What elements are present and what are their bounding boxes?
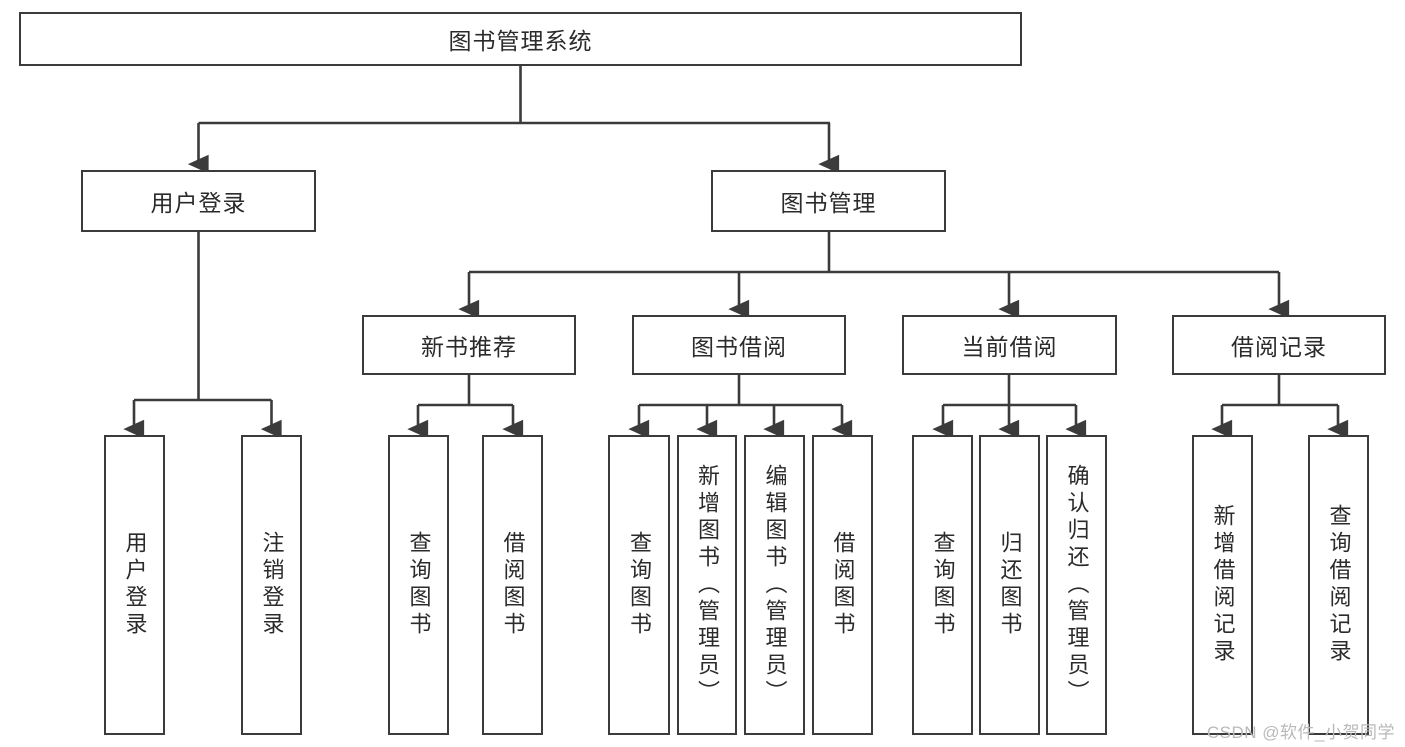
node-root-system[interactable]: 图书管理系统: [19, 12, 1022, 66]
leaf-query-book-recommend[interactable]: 查询图书: [388, 435, 449, 735]
node-label: 查询图书: [930, 531, 956, 639]
leaf-borrow-book-recommend[interactable]: 借阅图书: [482, 435, 543, 735]
node-label: 借阅记录: [1231, 334, 1327, 360]
leaf-user-login[interactable]: 用户登录: [104, 435, 165, 735]
node-label: 借阅图书: [500, 531, 526, 639]
leaf-add-borrow-record[interactable]: 新增借阅记录: [1192, 435, 1253, 735]
leaf-confirm-return-admin[interactable]: 确认归还（管理员）: [1046, 435, 1107, 735]
node-label: 当前借阅: [961, 334, 1058, 360]
node-label: 编辑图书（管理员）: [762, 463, 788, 707]
csdn-watermark: CSDN @软件_小贺同学: [1206, 723, 1395, 742]
leaf-query-book-borrow[interactable]: 查询图书: [608, 435, 670, 735]
node-label: 注销登录: [259, 531, 285, 639]
node-label: 图书管理: [780, 190, 877, 216]
node-borrow-record[interactable]: 借阅记录: [1172, 315, 1386, 375]
node-user-login[interactable]: 用户登录: [81, 170, 316, 232]
node-label: 查询借阅记录: [1326, 504, 1352, 666]
node-current-borrow[interactable]: 当前借阅: [902, 315, 1117, 375]
leaf-edit-book-admin[interactable]: 编辑图书（管理员）: [744, 435, 805, 735]
node-label: 归还图书: [997, 531, 1023, 639]
leaf-logout[interactable]: 注销登录: [241, 435, 302, 735]
node-label: 新增图书（管理员）: [695, 463, 720, 707]
node-label: 查询图书: [627, 531, 652, 639]
leaf-add-book-admin[interactable]: 新增图书（管理员）: [677, 435, 737, 735]
node-new-book-recommend[interactable]: 新书推荐: [362, 315, 576, 375]
node-label: 图书管理系统: [448, 28, 593, 54]
node-label: 借阅图书: [830, 531, 856, 639]
leaf-query-book-current[interactable]: 查询图书: [912, 435, 973, 735]
node-book-borrow[interactable]: 图书借阅: [632, 315, 846, 375]
node-label: 新书推荐: [421, 334, 517, 360]
leaf-borrow-book[interactable]: 借阅图书: [812, 435, 873, 735]
node-label: 用户登录: [122, 531, 148, 639]
node-label: 查询图书: [406, 531, 432, 639]
node-label: 用户登录: [150, 190, 247, 216]
leaf-return-book[interactable]: 归还图书: [979, 435, 1040, 735]
node-book-management[interactable]: 图书管理: [711, 170, 946, 232]
node-label: 新增借阅记录: [1210, 504, 1236, 666]
node-label: 图书借阅: [691, 334, 787, 360]
node-label: 确认归还（管理员）: [1064, 463, 1090, 707]
leaf-query-borrow-record[interactable]: 查询借阅记录: [1308, 435, 1369, 735]
